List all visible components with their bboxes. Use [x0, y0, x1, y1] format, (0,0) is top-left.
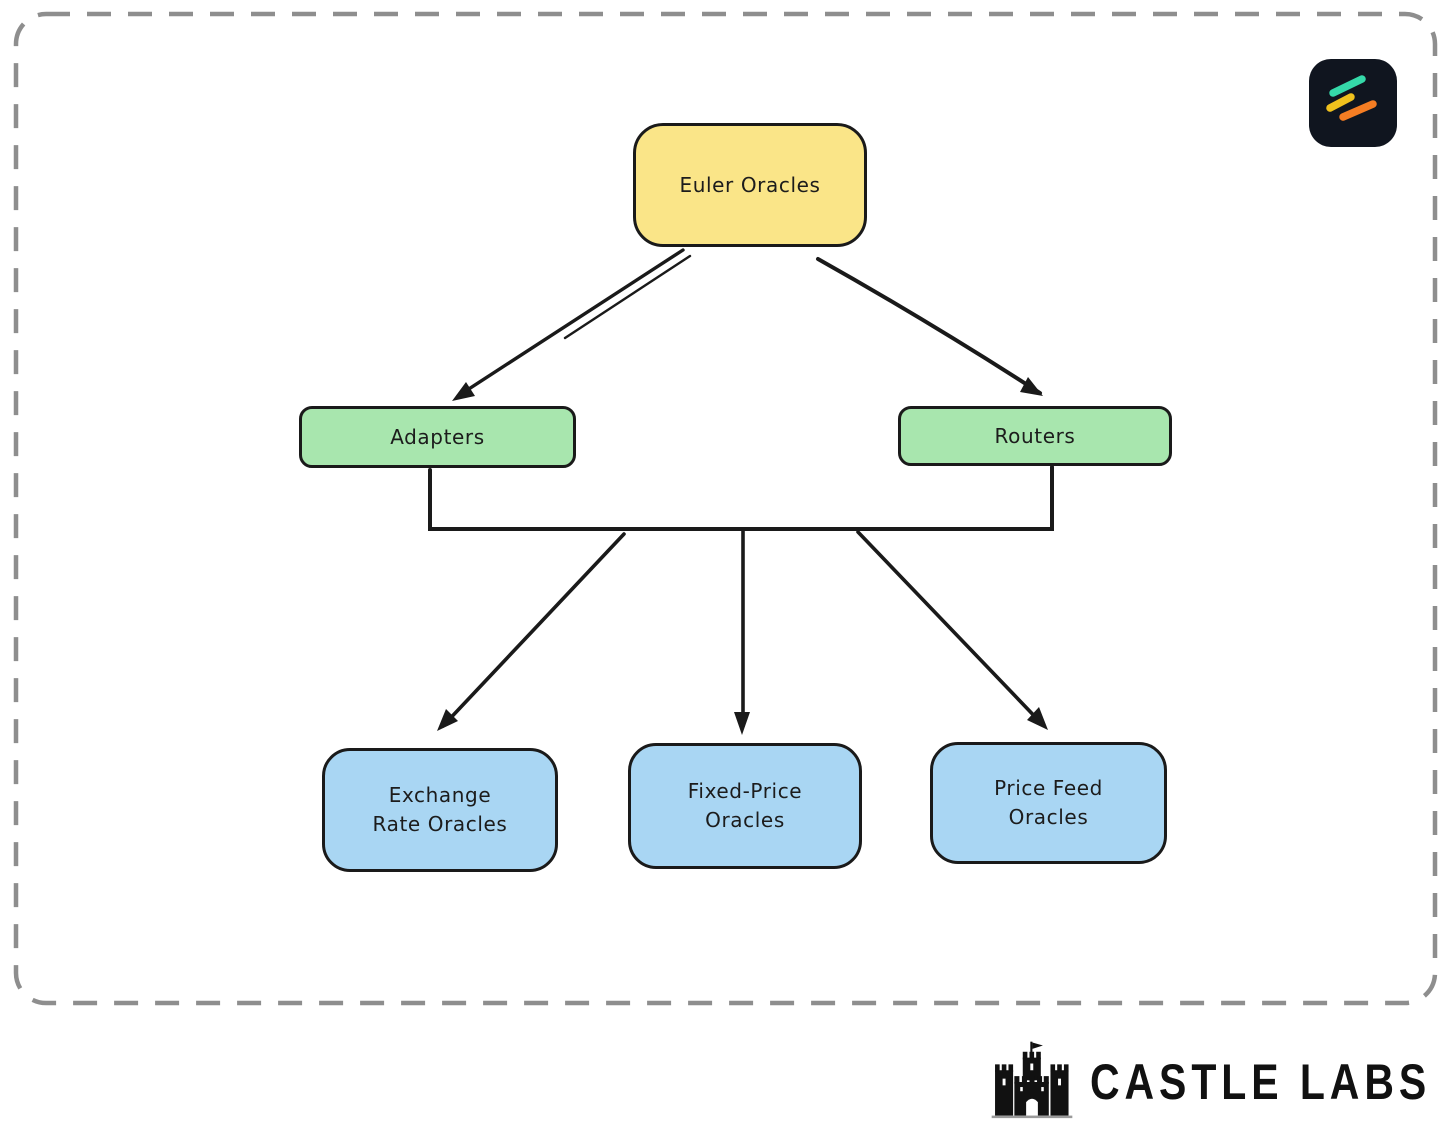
- edge-bus-to-exchange: [437, 532, 626, 731]
- node-fixed-price-oracles: Fixed-Price Oracles: [628, 743, 862, 869]
- node-euler-oracles: Euler Oracles: [633, 123, 867, 247]
- euler-logo-icon: [1309, 59, 1397, 147]
- edge-bus-to-fixed: [734, 528, 750, 735]
- footer-brand: CASTLE LABS: [990, 1040, 1456, 1124]
- node-label: Oracles: [1008, 805, 1089, 829]
- edge-euler-to-adapters: [452, 248, 692, 401]
- node-adapters: Adapters: [299, 406, 576, 468]
- node-routers: Routers: [898, 406, 1172, 466]
- edge-euler-to-routers: [816, 257, 1043, 396]
- node-label: Adapters: [390, 424, 485, 449]
- node-label: Rate Oracles: [372, 812, 508, 836]
- node-label: Fixed-Price: [687, 779, 803, 803]
- footer-wordmark: CASTLE LABS: [1090, 1054, 1432, 1110]
- node-price-feed-oracles: Price Feed Oracles: [930, 742, 1167, 864]
- node-label: Oracles: [705, 808, 785, 832]
- node-label: Exchange: [388, 783, 492, 807]
- node-exchange-rate-oracles: Exchange Rate Oracles: [322, 748, 558, 872]
- node-label: Euler Oracles: [679, 172, 821, 197]
- euler-logo-bars: [1326, 75, 1377, 121]
- node-label: Routers: [994, 423, 1076, 448]
- castle-icon: [991, 1041, 1073, 1119]
- edge-bus: [428, 465, 1054, 531]
- node-label: Price Feed: [994, 776, 1103, 800]
- edge-bus-to-pricefeed: [856, 530, 1048, 730]
